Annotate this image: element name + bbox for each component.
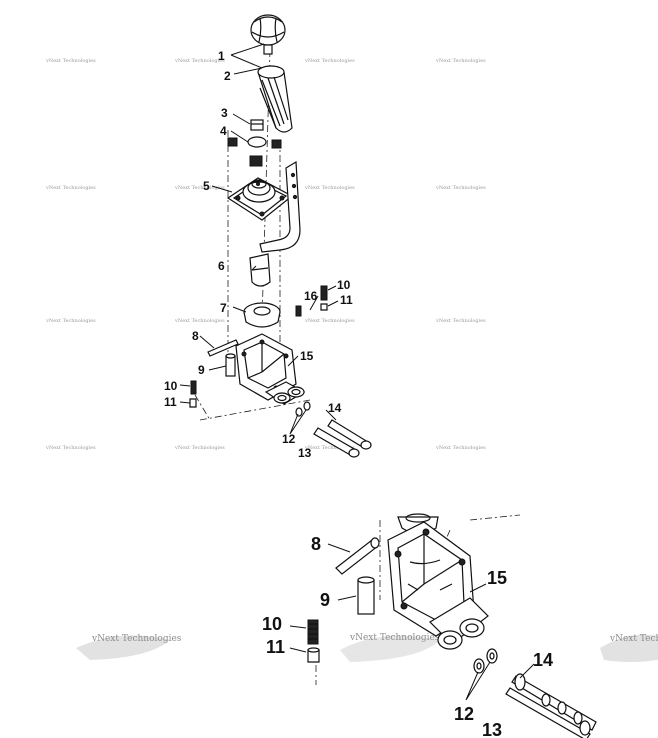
watermark: vNext Technologies xyxy=(304,58,355,64)
callout-11-left: 11 xyxy=(164,395,177,409)
watermark: vNext Technologies xyxy=(304,185,355,191)
plunger-11-detail xyxy=(307,647,320,663)
watermark: vNext Technologies xyxy=(435,318,486,324)
housing-15-detail xyxy=(387,521,489,650)
callout-9: 9 xyxy=(198,363,205,377)
shift-boot-plate xyxy=(226,177,294,221)
shift-rods-detail xyxy=(505,673,597,738)
callout-1: 1 xyxy=(218,49,225,63)
watermark: vNext Technologies xyxy=(91,634,182,644)
bushing-9-detail xyxy=(357,576,375,615)
center-line xyxy=(469,514,521,521)
callout-10-detail: 10 xyxy=(262,614,282,634)
watermark: vNext Technologies xyxy=(609,634,658,644)
callout-13: 13 xyxy=(298,446,312,460)
callout-16: 16 xyxy=(304,289,318,303)
watermark: vNext Technologies xyxy=(45,58,96,64)
watermark: vNext Technologies xyxy=(304,445,355,451)
watermark: vNext Technologies xyxy=(174,445,225,451)
callout-13-detail: 13 xyxy=(482,720,502,738)
callout-12-detail: 12 xyxy=(454,704,474,724)
callout-14: 14 xyxy=(328,401,342,415)
bushing-9 xyxy=(225,353,236,377)
spring-right xyxy=(320,285,328,311)
watermark: vNext Technologies xyxy=(45,185,96,191)
watermark: vNext Technologies xyxy=(304,318,355,324)
callout-12: 12 xyxy=(282,432,296,446)
pin-8-detail xyxy=(335,537,380,575)
callout-15-detail: 15 xyxy=(487,568,507,588)
o-rings xyxy=(295,401,311,417)
callout-8: 8 xyxy=(192,329,199,343)
watermark: vNext Technologies xyxy=(349,633,440,643)
callout-10-left: 10 xyxy=(164,379,178,393)
callout-9-detail: 9 xyxy=(320,590,330,610)
callout-15: 15 xyxy=(300,349,314,363)
callout-14-detail: 14 xyxy=(533,650,553,670)
spring-10-detail xyxy=(307,619,319,645)
detail-view: vNext Technologies vNext Technologies vN… xyxy=(76,513,658,738)
callout-11-right: 11 xyxy=(340,293,353,307)
callout-5: 5 xyxy=(203,179,210,193)
callout-4: 4 xyxy=(220,124,227,138)
watermark: vNext Technologies xyxy=(174,185,225,191)
shift-knob xyxy=(250,14,286,55)
pivot-cup xyxy=(243,302,281,328)
shift-rods xyxy=(313,419,372,458)
nut-3 xyxy=(250,119,264,131)
watermark: vNext Technologies xyxy=(435,445,486,451)
top-exploded-view: 1 2 3 4 5 6 7 8 9 10 11 16 10 11 15 14 1… xyxy=(164,14,372,460)
center-line xyxy=(194,394,211,421)
watermarks: vNext Technologies vNext Technologies vN… xyxy=(45,58,486,451)
spring-left xyxy=(189,380,197,408)
shift-grip xyxy=(257,65,293,133)
callout-7: 7 xyxy=(220,301,227,315)
callout-11-detail: 11 xyxy=(266,637,285,657)
pin-8 xyxy=(207,339,239,357)
watermark: vNext Technologies xyxy=(174,58,225,64)
callout-8-detail: 8 xyxy=(311,534,321,554)
shift-lever xyxy=(249,160,301,287)
watermark: vNext Technologies xyxy=(174,318,225,324)
washers-4 xyxy=(227,136,282,167)
callout-6: 6 xyxy=(218,259,225,273)
callout-3: 3 xyxy=(221,106,228,120)
callout-10-right: 10 xyxy=(337,278,351,292)
o-rings-detail xyxy=(473,648,498,674)
callout-2: 2 xyxy=(224,69,231,83)
watermark: vNext Technologies xyxy=(435,185,486,191)
center-line xyxy=(199,399,311,421)
watermark: vNext Technologies xyxy=(45,445,96,451)
watermark: vNext Technologies xyxy=(45,318,96,324)
shifter-housing xyxy=(235,333,306,405)
pin-16 xyxy=(295,305,302,317)
detail-watermarks: vNext Technologies vNext Technologies vN… xyxy=(76,633,658,662)
watermark: vNext Technologies xyxy=(435,58,486,64)
